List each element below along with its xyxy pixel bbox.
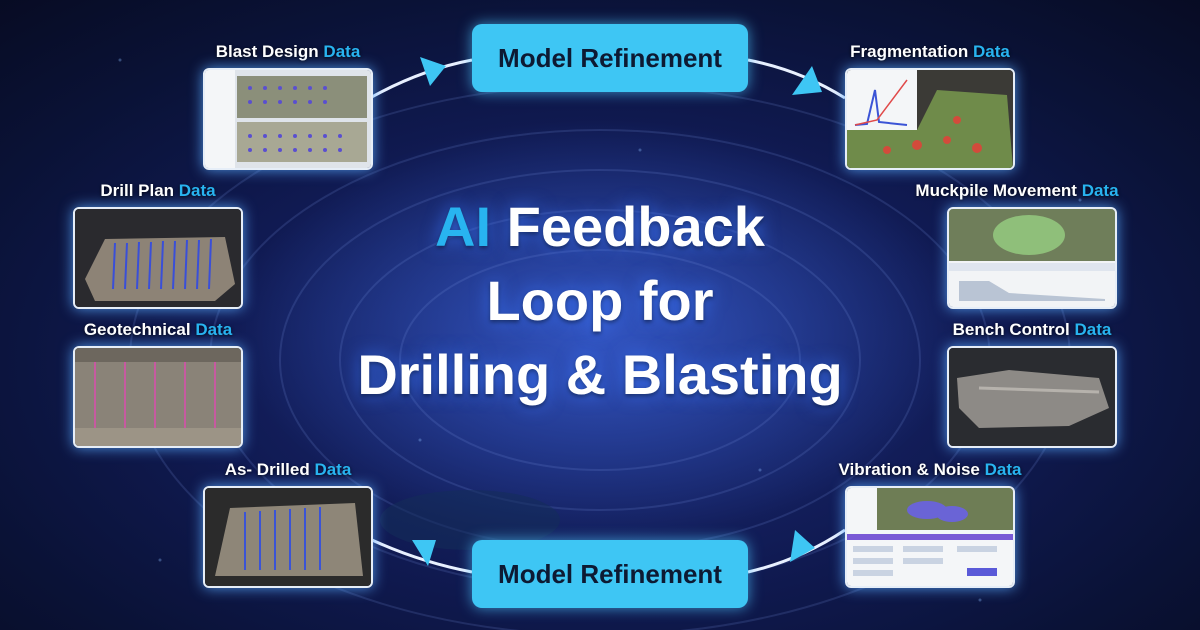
data-word: Data [178, 181, 216, 200]
model-refinement-top: Model Refinement [472, 24, 748, 92]
node-label: Muckpile Movement Data [907, 181, 1127, 201]
as-drilled-thumbnail [203, 486, 373, 588]
bench-control-thumbnail [947, 346, 1117, 448]
blast-design-thumbnail [203, 68, 373, 170]
node-label: Blast Design Data [203, 42, 373, 62]
node-label: Geotechnical Data [73, 320, 243, 340]
muckpile-movement-thumbnail [947, 207, 1117, 309]
drill-plan-thumbnail [73, 207, 243, 309]
loop-arrow-top-left [420, 57, 446, 86]
node-label-name: Vibration & Noise [838, 460, 980, 479]
loop-arc-top-right [747, 58, 846, 100]
fragmentation-thumbnail [845, 68, 1015, 170]
data-word: Data [195, 320, 233, 339]
node-label: As- Drilled Data [203, 460, 373, 480]
title-line-1-rest: Feedback [491, 195, 765, 258]
node-label-name: Drill Plan [100, 181, 175, 200]
node-label-name: Blast Design [215, 42, 319, 61]
data-word: Data [314, 460, 352, 479]
vibration-noise-thumbnail [845, 486, 1015, 588]
node-label: Vibration & Noise Data [825, 460, 1035, 480]
loop-arc-top-left [369, 58, 473, 100]
node-label: Bench Control Data [947, 320, 1117, 340]
title-line-3: Drilling & Blasting [357, 343, 843, 406]
node-label: Fragmentation Data [845, 42, 1015, 62]
title-accent: AI [435, 195, 492, 258]
title-line-1: AI Feedback [300, 190, 900, 264]
data-word: Data [1081, 181, 1119, 200]
data-word: Data [972, 42, 1010, 61]
loop-arrow-bottom-right [790, 530, 815, 562]
node-label-name: Muckpile Movement [915, 181, 1077, 200]
data-word: Data [1074, 320, 1112, 339]
title-line-2: Loop for [486, 269, 714, 332]
loop-arrow-top-right [792, 66, 822, 95]
node-label-name: Bench Control [952, 320, 1070, 339]
model-refinement-bottom: Model Refinement [472, 540, 748, 608]
node-label: Drill Plan Data [73, 181, 243, 201]
geotechnical-thumbnail [73, 346, 243, 448]
loop-arc-bottom-left [371, 538, 473, 574]
node-label-name: As- Drilled [224, 460, 310, 479]
node-label-name: Geotechnical [83, 320, 191, 339]
data-word: Data [323, 42, 361, 61]
loop-arrow-bottom-left [412, 540, 436, 566]
data-word: Data [984, 460, 1022, 479]
main-title: AI Feedback Loop for Drilling & Blasting [300, 190, 900, 412]
node-label-name: Fragmentation [850, 42, 969, 61]
